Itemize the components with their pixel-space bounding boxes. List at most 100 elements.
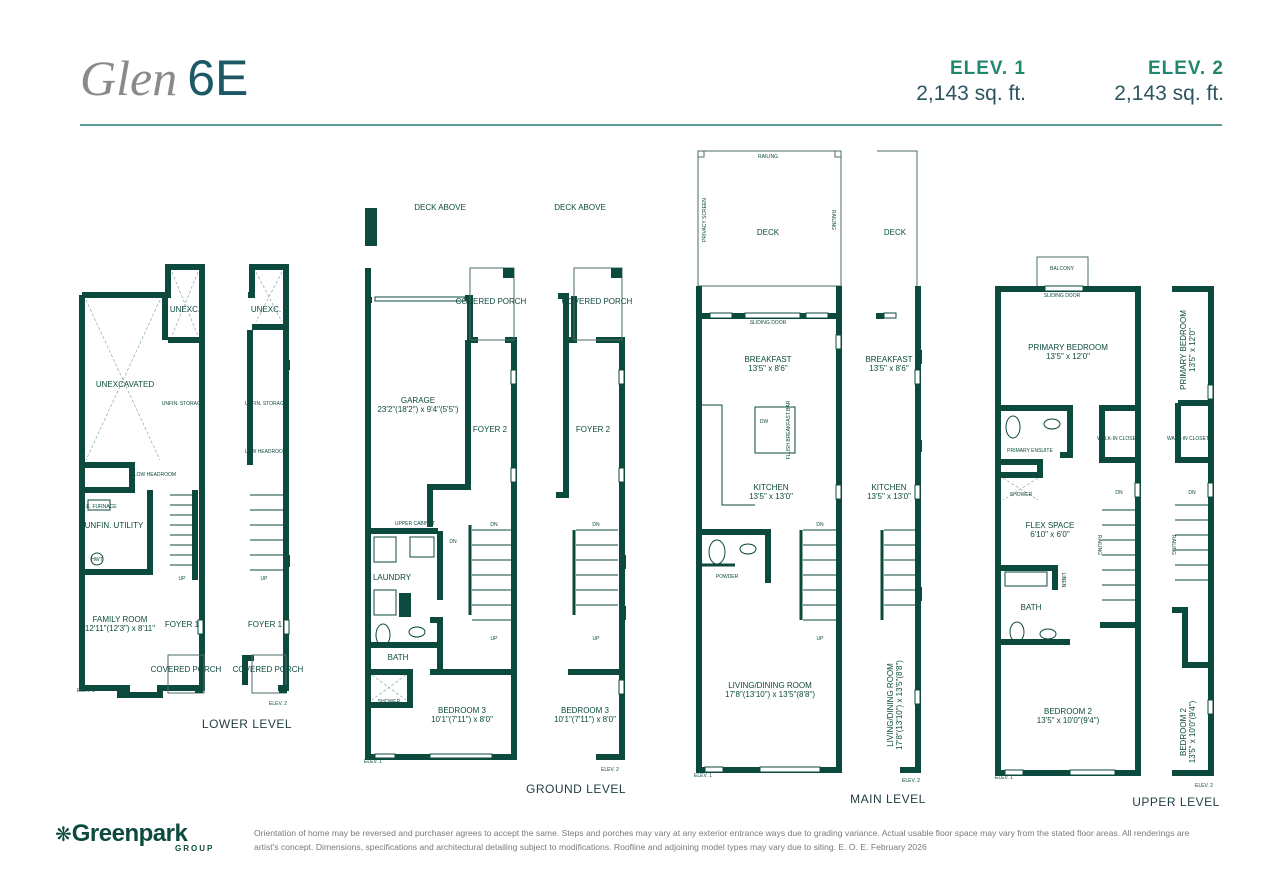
room-dimension-bedroom-3: 10'1"(7'11") x 8'0" — [431, 715, 493, 724]
elev-2-tag: ELEV. 2 — [1195, 783, 1213, 789]
greenpark-logo: ❋Greenpark GROUP — [55, 820, 212, 853]
label-railing: RAILING — [830, 210, 836, 230]
label-balcony: BALCONY — [1050, 266, 1075, 272]
room-dimension-living-dining: 17'8"(13'10") x 13'5"(8'8") — [895, 660, 904, 750]
elevation-1-info: ELEV. 1 2,143 sq. ft. — [916, 58, 1026, 106]
room-label-living-dining: LIVING/DINING ROOM — [886, 663, 895, 747]
room-label-primary-bedroom: PRIMARY BEDROOM — [1179, 310, 1188, 390]
room-label-foyer-1: FOYER 1 — [165, 620, 200, 629]
stairs — [468, 525, 512, 621]
room-dimension-family-room: 12'11"(12'3") x 8'11" — [85, 624, 155, 633]
room-label-unexc: UNEXC. — [251, 305, 281, 314]
stair-up-label: UP — [491, 636, 499, 642]
room-dimension-garage: 23'2"(18'2") x 9'4"(5'5") — [377, 405, 458, 414]
room-label-walk-in-closet: WALK-IN CLOSET — [1167, 436, 1209, 442]
label-railing: RAILING — [1096, 535, 1102, 555]
label-shower: SHOWER — [1010, 492, 1033, 498]
level-title-lower: LOWER LEVEL — [202, 717, 292, 731]
room-label-laundry: LAUNDRY — [373, 573, 412, 582]
room-dimension-flex-space: 6'10" x 6'0" — [1030, 530, 1070, 539]
room-label-bath: BATH — [388, 653, 409, 662]
elev-2-tag: ELEV. 2 — [902, 778, 920, 784]
label-railing: RAILING — [758, 154, 778, 160]
room-dimension-kitchen: 13'5" x 13'0" — [749, 492, 793, 501]
stair-up-label: UP — [261, 576, 269, 582]
room-label-bedroom-3: BEDROOM 3 — [561, 706, 610, 715]
room-label-primary-bedroom: PRIMARY BEDROOM — [1028, 343, 1108, 352]
room-dimension-bedroom-2: 13'5" x 10'0"(9'4") — [1037, 716, 1100, 725]
label-furnace: H.E. FURNACE — [81, 504, 117, 510]
room-label-breakfast: BREAKFAST — [744, 355, 791, 364]
note-low-headroom: LOW HEADROOM — [134, 472, 176, 478]
label-linen: LINEN — [1060, 573, 1066, 588]
stair-dn-label: DN — [449, 539, 457, 545]
main-level-elev2-plan: DECK BREAKFAST 13'5" x 8'6" KITCHEN 13'5… — [865, 150, 922, 784]
elev-1-tag: ELEV. 1 — [364, 759, 382, 765]
stair-dn-label: DN — [1188, 490, 1196, 496]
level-title-main: MAIN LEVEL — [850, 792, 926, 806]
stair-dn-label: DN — [816, 522, 824, 528]
level-title-ground: GROUND LEVEL — [526, 782, 626, 796]
note-deck-above: DECK ABOVE — [414, 203, 466, 212]
disclaimer-text: Orientation of home may be reversed and … — [254, 828, 1190, 852]
model-brand-name: Glen — [80, 50, 178, 106]
elev-1-tag: ELEV. 1 — [77, 688, 95, 694]
elevation-area: 2,143 sq. ft. — [916, 82, 1026, 105]
stair-dn-label: DN — [1115, 490, 1123, 496]
room-dimension-kitchen: 13'5" x 13'0" — [867, 492, 911, 501]
stair-up-label: UP — [817, 636, 825, 642]
elev-1-tag: ELEV. 1 — [995, 775, 1013, 781]
room-label-unfin-storage: UNFIN. STORAGE — [162, 401, 205, 407]
elevation-area: 2,143 sq. ft. — [1114, 82, 1224, 105]
label-flush-breakfast-bar: FLUSH BREAKFAST BAR — [786, 400, 792, 459]
room-label-utility: UNFIN. UTILITY — [85, 521, 144, 530]
room-label-bedroom-3: BEDROOM 3 — [438, 706, 487, 715]
room-label-kitchen: KITCHEN — [871, 483, 906, 492]
maple-leaf-icon: ❋ — [55, 824, 72, 846]
elev-2-tag: ELEV. 2 — [269, 701, 287, 707]
room-label-garage: GARAGE — [401, 396, 435, 405]
room-label-covered-porch: COVERED PORCH — [562, 297, 633, 306]
note-deck-above: DECK ABOVE — [554, 203, 606, 212]
label-sliding-door: SLIDING DOOR — [750, 320, 787, 326]
stair-up-label: UP — [593, 636, 601, 642]
level-title-upper: UPPER LEVEL — [1132, 795, 1220, 809]
room-label-bath: BATH — [1021, 603, 1042, 612]
room-label-powder: POWDER — [716, 574, 739, 580]
room-label-flex-space: FLEX SPACE — [1026, 521, 1075, 530]
upper-level-elev2-plan: PRIMARY BEDROOM 13'5" x 12'0" WALK-IN CL… — [1167, 286, 1214, 789]
room-label-breakfast: BREAKFAST — [865, 355, 912, 364]
note-low-headroom: LOW HEADROOM — [245, 449, 287, 455]
room-dimension-breakfast: 13'5" x 8'6" — [748, 364, 788, 373]
stair-dn-label: DN — [490, 522, 498, 528]
room-label-walk-in-closet: WALK-IN CLOSET — [1097, 436, 1139, 442]
main-level-elev1-plan: RAILING PRIVACY SCREEN RAILING DECK SLID… — [694, 150, 842, 779]
label-dishwasher: DW — [760, 419, 769, 425]
room-label-unexc: UNEXC. — [170, 305, 200, 314]
room-dimension-primary-bedroom: 13'5" x 12'0" — [1046, 352, 1090, 361]
room-label-unfin-storage: UNFIN. STORAGE — [245, 401, 288, 407]
room-label-covered-porch: COVERED PORCH — [233, 665, 304, 674]
label-privacy-screen: PRIVACY SCREEN — [702, 198, 708, 242]
elevation-label: ELEV. 2 — [1147, 58, 1224, 79]
elev-1-tag: ELEV. 1 — [694, 773, 712, 779]
room-label-bedroom-2: BEDROOM 2 — [1179, 707, 1188, 756]
model-code: 6E — [187, 50, 249, 106]
elevation-label: ELEV. 1 — [949, 58, 1026, 79]
label-shower: SHOWER — [378, 699, 401, 705]
stair-dn-label: DN — [592, 522, 600, 528]
room-label-unexcavated: UNEXCAVATED — [96, 380, 154, 389]
room-dimension-primary-bedroom: 13'5" x 12'0" — [1188, 328, 1197, 372]
room-label-foyer-1: FOYER 1 — [248, 620, 283, 629]
room-label-foyer-2: FOYER 2 — [473, 425, 508, 434]
room-label-bedroom-2: BEDROOM 2 — [1044, 707, 1093, 716]
label-hwt: HWT — [91, 557, 102, 563]
room-label-family-room: FAMILY ROOM — [93, 615, 148, 624]
ground-level-elev1-plan: DECK ABOVE COVERED PORCH GARAGE 23'2"( — [364, 203, 527, 765]
note-upper-cabinet: UPPER CABINET — [395, 521, 435, 527]
room-dimension-bedroom-3: 10'1"(7'11") x 8'0" — [554, 715, 616, 724]
room-label-foyer-2: FOYER 2 — [576, 425, 611, 434]
room-label-deck: DECK — [884, 228, 907, 237]
